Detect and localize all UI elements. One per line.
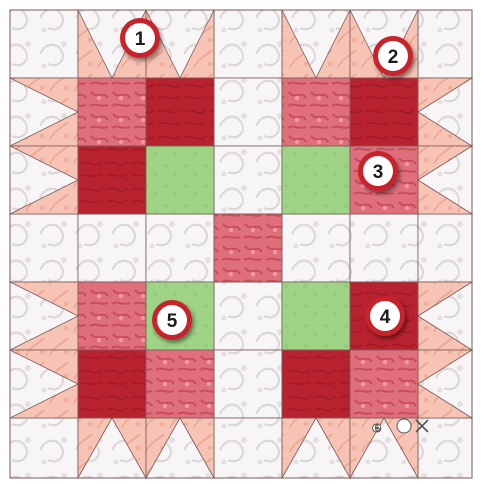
- background-square: [214, 10, 282, 78]
- signature-logo: e: [372, 418, 382, 436]
- background-square: [214, 282, 282, 350]
- medium-pink-square: [350, 350, 418, 418]
- green-square: [282, 146, 350, 214]
- medium-pink-square: [78, 78, 146, 146]
- background-square: [418, 10, 472, 78]
- marker-number: 4: [380, 307, 391, 328]
- medium-pink-square: [282, 78, 350, 146]
- marker-badge-5: 5: [152, 300, 192, 340]
- background-square: [214, 78, 282, 146]
- dark-red-square: [282, 350, 350, 418]
- medium-pink-square: [78, 282, 146, 350]
- background-square: [146, 214, 214, 282]
- dark-red-square: [78, 350, 146, 418]
- background-square: [214, 146, 282, 214]
- signature-logo-heart: [397, 419, 411, 433]
- green-square: [282, 282, 350, 350]
- marker-badge-3: 3: [358, 151, 398, 191]
- background-square: [10, 10, 78, 78]
- marker-badge-1: 1: [120, 18, 160, 58]
- background-square: [282, 214, 350, 282]
- dark-red-square: [350, 78, 418, 146]
- medium-pink-square: [146, 350, 214, 418]
- background-square: [10, 418, 78, 478]
- marker-number: 2: [388, 47, 399, 68]
- marker-number: 3: [373, 162, 384, 183]
- background-square: [214, 350, 282, 418]
- background-square: [418, 214, 472, 282]
- center-medium-pink-square: [214, 214, 282, 282]
- marker-number: 5: [167, 311, 178, 332]
- marker-badge-4: 4: [365, 296, 405, 336]
- background-square: [418, 418, 472, 478]
- marker-badge-2: 2: [373, 36, 413, 76]
- background-square: [350, 214, 418, 282]
- background-square: [214, 418, 282, 478]
- quilt-patches: [10, 10, 472, 478]
- dark-red-square: [146, 78, 214, 146]
- background-square: [78, 214, 146, 282]
- background-square: [10, 214, 78, 282]
- green-square: [146, 146, 214, 214]
- dark-red-square: [78, 146, 146, 214]
- marker-number: 1: [135, 29, 146, 50]
